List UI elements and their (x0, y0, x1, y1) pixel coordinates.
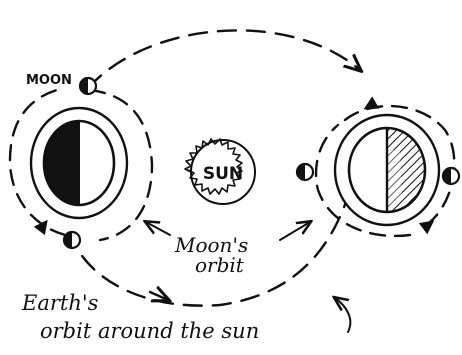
left-earth-system (10, 78, 152, 248)
moons-orbit-label-line2: orbit (195, 253, 245, 277)
sun: SUN (185, 139, 255, 204)
moon-top-left (80, 78, 96, 94)
moon-bottom-left (64, 232, 80, 248)
moon-right-left (297, 164, 313, 180)
right-earth (335, 115, 439, 225)
earths-orbit-label-line1: Earth's (21, 291, 99, 315)
earths-orbit-annotation: Earth's orbit around the sun (21, 291, 350, 343)
earths-orbit-label-line2: orbit around the sun (40, 319, 259, 343)
sun-label: SUN (203, 164, 243, 184)
right-earth-system (297, 104, 459, 236)
moons-orbit-annotation: Moon's orbit (146, 222, 310, 277)
left-earth (31, 108, 127, 218)
moon-label: MOON (26, 73, 72, 88)
moon-right-right (443, 168, 459, 184)
